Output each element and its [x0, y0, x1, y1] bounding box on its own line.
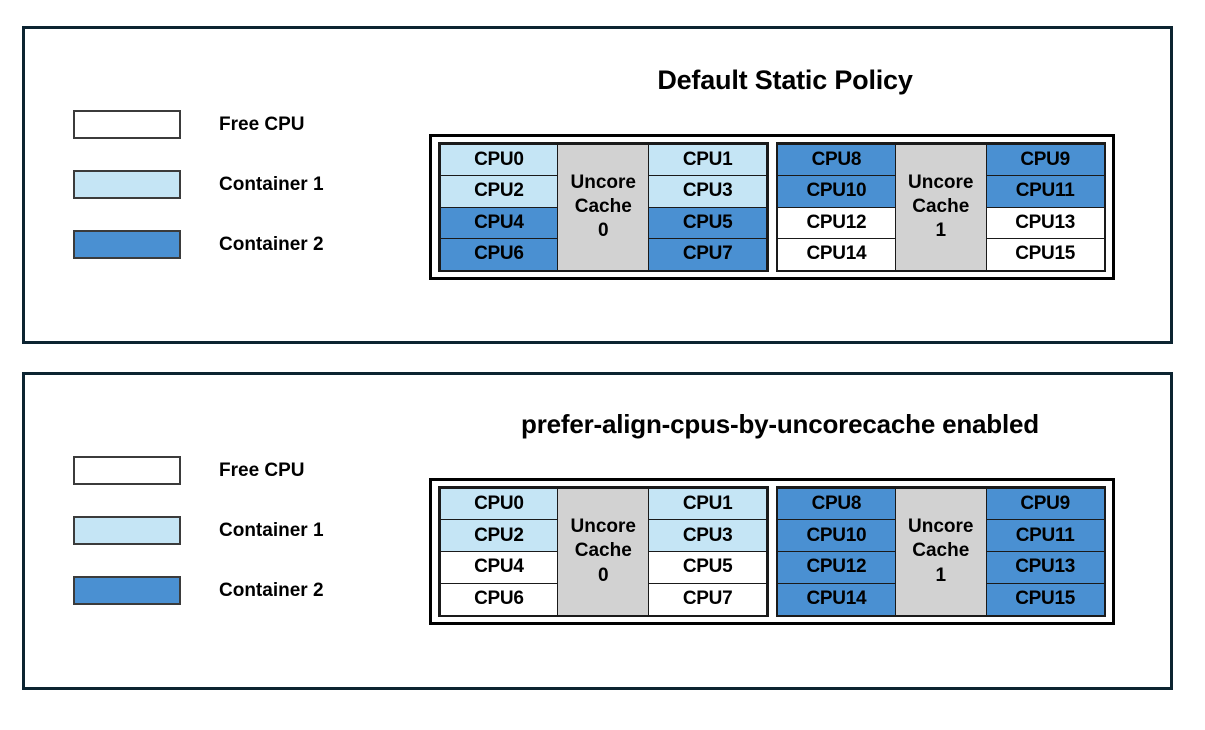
socket-group-1: CPU8 CPU10 CPU12 CPU14 Uncore Cache 1 CP… — [775, 486, 1106, 617]
cpu-cell: CPU11 — [985, 175, 1105, 208]
cpu-column-left-1: CPU8 CPU10 CPU12 CPU14 — [777, 143, 896, 271]
uncore-cache-block-0: Uncore Cache 0 — [557, 487, 650, 616]
legend-swatch-container-2 — [73, 230, 181, 259]
uncore-cache-block-0: Uncore Cache 0 — [557, 143, 650, 271]
cpu-column-right-0: CPU1 CPU3 CPU5 CPU7 — [648, 487, 767, 616]
cpu-cell: CPU10 — [777, 519, 896, 552]
socket-group-0: CPU0 CPU2 CPU4 CPU6 Uncore Cache 0 CPU1 … — [438, 142, 769, 272]
page-title: Default Static Policy — [657, 65, 913, 95]
legend-item-container-1: Container 1 — [73, 169, 324, 200]
cpu-column-left-0: CPU0 CPU2 CPU4 CPU6 — [439, 143, 559, 271]
uncore-cache-line-1: Uncore — [570, 171, 636, 193]
uncore-cache-index: 1 — [935, 564, 947, 586]
cpu-topology-grid: CPU0 CPU2 CPU4 CPU6 Uncore Cache 0 CPU1 … — [429, 478, 1115, 625]
cpu-column-right-1: CPU9 CPU11 CPU13 CPU15 — [985, 487, 1105, 616]
legend: Free CPU Container 1 Container 2 — [73, 109, 324, 289]
cpu-cell: CPU12 — [777, 551, 896, 584]
cpu-cell: CPU4 — [439, 206, 559, 239]
cpu-cell: CPU9 — [985, 487, 1105, 521]
uncore-cache-line-2: Cache — [912, 195, 970, 217]
legend-item-free-cpu: Free CPU — [73, 455, 324, 486]
legend-swatch-free-cpu — [73, 110, 181, 139]
page-title: prefer-align-cpus-by-uncorecache enabled — [521, 409, 1039, 439]
uncore-cache-line-1: Uncore — [908, 516, 974, 538]
cpu-cell: CPU8 — [777, 487, 896, 521]
cpu-cell: CPU12 — [777, 206, 896, 239]
uncore-cache-index: 1 — [935, 220, 947, 242]
cpu-cell: CPU1 — [648, 487, 767, 521]
socket-group-0: CPU0 CPU2 CPU4 CPU6 Uncore Cache 0 CPU1 … — [438, 486, 769, 617]
cpu-cell: CPU5 — [648, 206, 767, 239]
cpu-column-right-0: CPU1 CPU3 CPU5 CPU7 — [648, 143, 767, 271]
legend-swatch-free-cpu — [73, 456, 181, 485]
uncore-cache-line-2: Cache — [574, 195, 632, 217]
uncore-cache-block-1: Uncore Cache 1 — [894, 143, 987, 271]
cpu-cell: CPU15 — [985, 582, 1105, 616]
cpu-cell: CPU3 — [648, 175, 767, 208]
legend-swatch-container-1 — [73, 170, 181, 199]
uncore-cache-line-1: Uncore — [908, 171, 974, 193]
legend-item-container-2: Container 2 — [73, 575, 324, 606]
uncore-cache-index: 0 — [597, 564, 609, 586]
cpu-cell: CPU4 — [439, 551, 559, 584]
cpu-cell: CPU6 — [439, 238, 559, 271]
uncore-cache-line-2: Cache — [574, 540, 632, 562]
cpu-cell: CPU11 — [985, 519, 1105, 552]
legend-label-container-1: Container 1 — [219, 519, 324, 541]
cpu-cell: CPU2 — [439, 519, 559, 552]
cpu-cell: CPU13 — [985, 551, 1105, 584]
cpu-cell: CPU6 — [439, 582, 559, 616]
legend-label-container-2: Container 2 — [219, 579, 324, 601]
legend: Free CPU Container 1 Container 2 — [73, 455, 324, 635]
legend-item-container-2: Container 2 — [73, 229, 324, 260]
cpu-cell: CPU3 — [648, 519, 767, 552]
cpu-cell: CPU15 — [985, 238, 1105, 271]
cpu-cell: CPU14 — [777, 582, 896, 616]
cpu-cell: CPU9 — [985, 143, 1105, 176]
cpu-column-left-1: CPU8 CPU10 CPU12 CPU14 — [777, 487, 896, 616]
cpu-cell: CPU1 — [648, 143, 767, 176]
uncore-cache-index: 0 — [597, 220, 609, 242]
cpu-cell: CPU13 — [985, 206, 1105, 239]
socket-group-1: CPU8 CPU10 CPU12 CPU14 Uncore Cache 1 CP… — [775, 142, 1106, 272]
cpu-topology-grid: CPU0 CPU2 CPU4 CPU6 Uncore Cache 0 CPU1 … — [429, 134, 1115, 280]
uncore-cache-block-1: Uncore Cache 1 — [894, 487, 987, 616]
cpu-cell: CPU14 — [777, 238, 896, 271]
cpu-cell: CPU7 — [648, 238, 767, 271]
legend-label-container-1: Container 1 — [219, 173, 324, 195]
legend-label-free-cpu: Free CPU — [219, 113, 305, 135]
legend-item-container-1: Container 1 — [73, 515, 324, 546]
legend-label-free-cpu: Free CPU — [219, 459, 305, 481]
panel-default-static-policy: Default Static Policy Free CPU Container… — [22, 26, 1173, 344]
cpu-cell: CPU7 — [648, 582, 767, 616]
cpu-column-left-0: CPU0 CPU2 CPU4 CPU6 — [439, 487, 559, 616]
cpu-cell: CPU8 — [777, 143, 896, 176]
cpu-column-right-1: CPU9 CPU11 CPU13 CPU15 — [985, 143, 1105, 271]
legend-swatch-container-2 — [73, 576, 181, 605]
uncore-cache-line-2: Cache — [912, 540, 970, 562]
uncore-cache-line-1: Uncore — [570, 516, 636, 538]
legend-swatch-container-1 — [73, 516, 181, 545]
cpu-cell: CPU2 — [439, 175, 559, 208]
cpu-cell: CPU5 — [648, 551, 767, 584]
cpu-cell: CPU0 — [439, 143, 559, 176]
cpu-cell: CPU0 — [439, 487, 559, 521]
legend-label-container-2: Container 2 — [219, 233, 324, 255]
panel-prefer-align-cpus-by-uncorecache: prefer-align-cpus-by-uncorecache enabled… — [22, 372, 1173, 690]
legend-item-free-cpu: Free CPU — [73, 109, 324, 140]
cpu-cell: CPU10 — [777, 175, 896, 208]
